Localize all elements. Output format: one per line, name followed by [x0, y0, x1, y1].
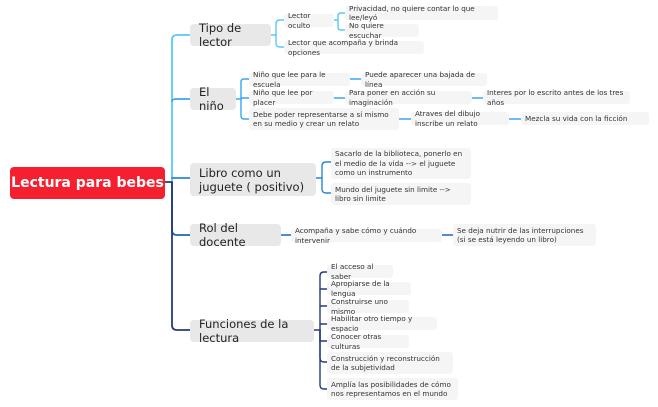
node-label: Sacarlo de la biblioteca, ponerlo en el … [335, 149, 463, 178]
node-label: Atraves del dibujo inscribe un relato [415, 109, 481, 128]
node-label: Mezcla su vida con la ficción [525, 113, 628, 123]
node-atraves-dibujo[interactable]: Atraves del dibujo inscribe un relato [411, 109, 509, 128]
node-nino-escuela[interactable]: Niño que lee para le escuela [249, 70, 350, 89]
node-label: Construcción y reconstrucción de la subj… [331, 353, 440, 373]
node-apropiarse-lengua[interactable]: Apropiarse de la lengua [327, 279, 411, 298]
node-imaginacion[interactable]: Para poner en acción su imaginación [345, 88, 472, 107]
branch-tipo-de-lector[interactable]: Tipo de lector [190, 21, 271, 49]
node-label: Acompaña y sabe cómo y cuándo intervenir [295, 226, 417, 245]
node-conocer-culturas[interactable]: Conocer otras culturas [327, 332, 409, 351]
node-label: Mundo del juguete sin limite --> libro s… [335, 184, 451, 204]
node-label: Conocer otras culturas [331, 332, 382, 351]
branch-label: Funciones de la lectura [199, 317, 289, 345]
node-label: Niño que lee para le escuela [253, 70, 326, 89]
node-construirse[interactable]: Construirse uno mismo [327, 297, 409, 316]
node-label: Para poner en acción su imaginación [349, 88, 436, 107]
node-label: Amplía las posibilidades de cómo nos rep… [331, 379, 451, 399]
node-label: Apropiarse de la lengua [331, 279, 390, 298]
node-label: Puede aparecer una bajada de línea [365, 70, 476, 89]
branch-rol-docente[interactable]: Rol del docente [190, 221, 281, 249]
node-privacidad[interactable]: Privacidad, no quiere contar lo que lee/… [345, 3, 498, 23]
node-nino-placer[interactable]: Niño que lee por placer [249, 88, 334, 107]
branch-label: Libro como un juguete ( positivo) [199, 165, 305, 194]
node-label: Construirse uno mismo [331, 297, 388, 316]
node-mundo-juguete[interactable]: Mundo del juguete sin limite --> libro s… [331, 183, 471, 205]
node-amplia-posibilidades[interactable]: Amplía las posibilidades de cómo nos rep… [327, 378, 458, 400]
branch-label: El niño [199, 85, 224, 113]
node-habilitar-tiempo[interactable]: Habilitar otro tiempo y espacio [327, 314, 437, 333]
branch-el-nino[interactable]: El niño [190, 85, 236, 113]
root-node[interactable]: Lectura para bebes [10, 167, 165, 199]
node-se-deja-nutrir[interactable]: Se deja nutrir de las interrupciones (si… [453, 224, 596, 246]
branch-label: Tipo de lector [199, 21, 242, 49]
node-label: Niño que lee por placer [253, 88, 313, 107]
node-bajada-de-linea[interactable]: Puede aparecer una bajada de línea [361, 70, 487, 89]
node-sacarlo-biblioteca[interactable]: Sacarlo de la biblioteca, ponerlo en el … [331, 148, 471, 179]
node-label: Debe poder representarse a sí mismo en s… [253, 109, 389, 129]
node-lector-que-acompana[interactable]: Lector que acompaña y brinda opciones [284, 38, 424, 57]
node-label: Interes por lo escrito antes de los tres… [487, 88, 624, 107]
node-label: Privacidad, no quiere contar lo que lee/… [349, 3, 475, 23]
node-interes-escrito[interactable]: Interes por lo escrito antes de los tres… [483, 88, 630, 107]
node-label: Se deja nutrir de las interrupciones (si… [457, 225, 584, 245]
branch-funciones-lectura[interactable]: Funciones de la lectura [190, 317, 314, 345]
node-lector-oculto[interactable]: Lector oculto [284, 11, 334, 30]
branch-libro-juguete[interactable]: Libro como un juguete ( positivo) [190, 163, 316, 196]
node-mezcla-ficcion[interactable]: Mezcla su vida con la ficción [521, 112, 649, 125]
node-no-quiere-escuchar[interactable]: No quiere escuchar [345, 21, 419, 40]
node-label: No quiere escuchar [349, 21, 384, 40]
branch-label: Rol del docente [199, 221, 246, 249]
node-label: Lector oculto [288, 11, 311, 30]
node-label: Lector que acompaña y brinda opciones [288, 38, 399, 57]
node-construccion-subjetividad[interactable]: Construcción y reconstrucción de la subj… [327, 352, 453, 374]
node-label: El acceso al saber [331, 262, 374, 281]
node-acceso-saber[interactable]: El acceso al saber [327, 262, 393, 281]
node-acompana-interviene[interactable]: Acompaña y sabe cómo y cuándo intervenir [291, 226, 442, 245]
node-label: Habilitar otro tiempo y espacio [331, 314, 413, 333]
root-label: Lectura para bebes [11, 175, 164, 191]
node-representarse[interactable]: Debe poder representarse a sí mismo en s… [249, 108, 399, 130]
